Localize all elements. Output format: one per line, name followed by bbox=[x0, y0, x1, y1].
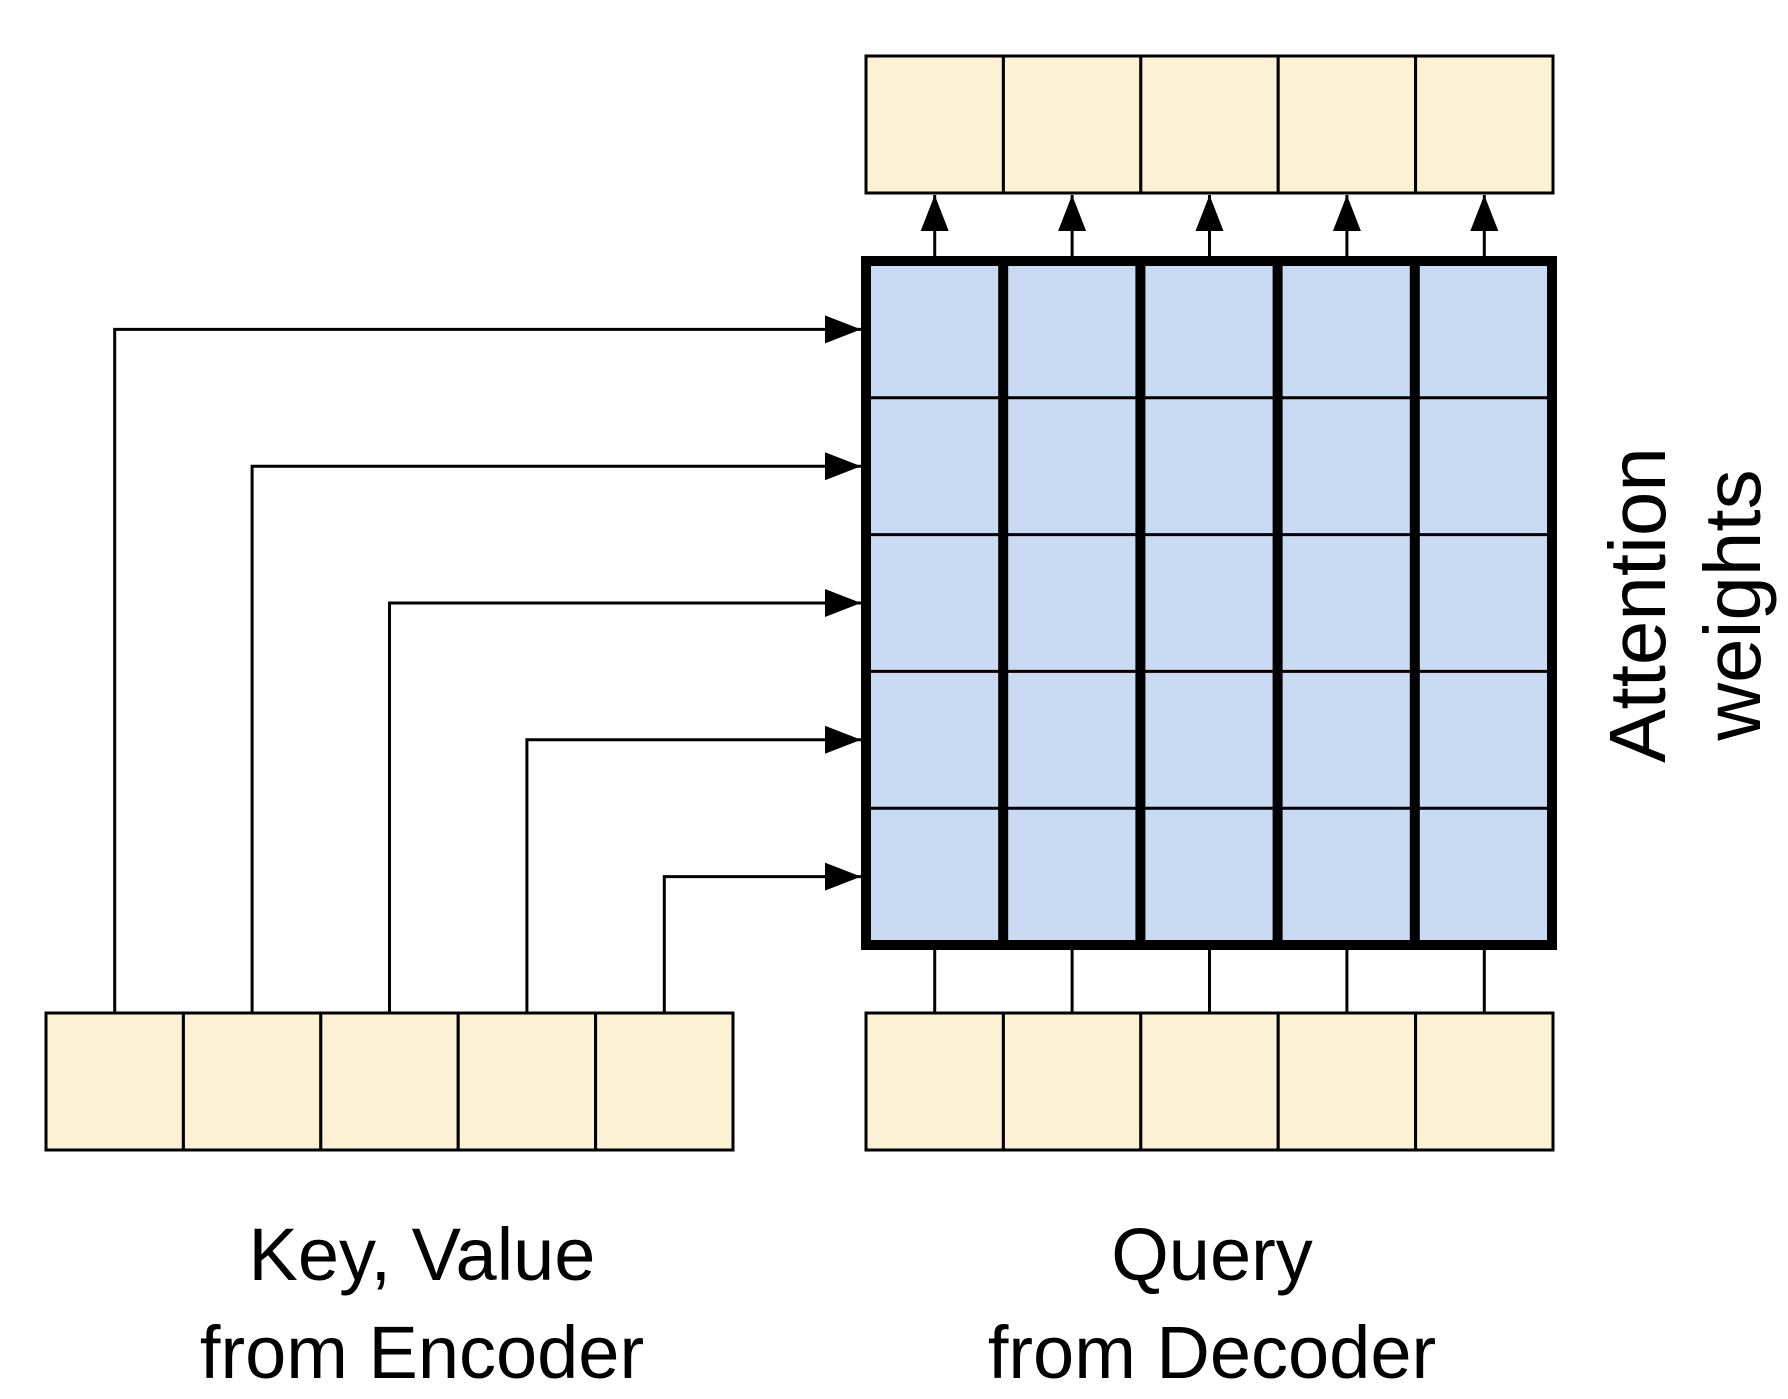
query-vector bbox=[864, 1011, 1555, 1152]
attention-label-line1: Attention bbox=[1593, 447, 1682, 763]
key-value-connector bbox=[388, 589, 861, 1013]
output-vector-cell bbox=[1276, 54, 1418, 195]
query-cell-cell bbox=[1001, 1011, 1143, 1152]
key-value-label-line2: from Encoder bbox=[200, 1311, 644, 1394]
output-arrows bbox=[920, 195, 1499, 256]
key-value-cell-cell bbox=[456, 1011, 598, 1152]
output-vector bbox=[864, 54, 1555, 195]
output-vector-cell bbox=[1414, 54, 1555, 195]
output-vector-cell bbox=[1139, 54, 1280, 195]
attention-label-line2: weights bbox=[1688, 469, 1777, 741]
key-value-connector bbox=[662, 862, 861, 1013]
key-value-vector bbox=[44, 1011, 735, 1152]
matrix-border bbox=[861, 256, 1557, 950]
key-value-label-line1: Key, Value bbox=[249, 1213, 596, 1296]
key-value-cell-cell bbox=[594, 1011, 735, 1152]
key-value-cell-cell bbox=[44, 1011, 185, 1152]
query-cell-cell bbox=[1414, 1011, 1555, 1152]
key-value-cell-cell bbox=[319, 1011, 460, 1152]
query-cell-cell bbox=[1139, 1011, 1280, 1152]
key-value-cell-cell bbox=[181, 1011, 323, 1152]
attention-matrix bbox=[861, 256, 1557, 950]
output-vector-cell bbox=[1001, 54, 1143, 195]
output-vector-cell bbox=[864, 54, 1005, 195]
query-connectors bbox=[933, 950, 1486, 1013]
key-value-connector bbox=[113, 315, 861, 1013]
query-label-line1: Query bbox=[1111, 1213, 1313, 1296]
key-value-connector bbox=[525, 725, 861, 1013]
query-label-line2: from Decoder bbox=[988, 1311, 1436, 1394]
key-value-connectors bbox=[113, 315, 861, 1013]
query-cell-cell bbox=[1276, 1011, 1418, 1152]
matrix-background bbox=[866, 261, 1552, 945]
query-cell-cell bbox=[864, 1011, 1005, 1152]
key-value-connector bbox=[250, 452, 861, 1013]
